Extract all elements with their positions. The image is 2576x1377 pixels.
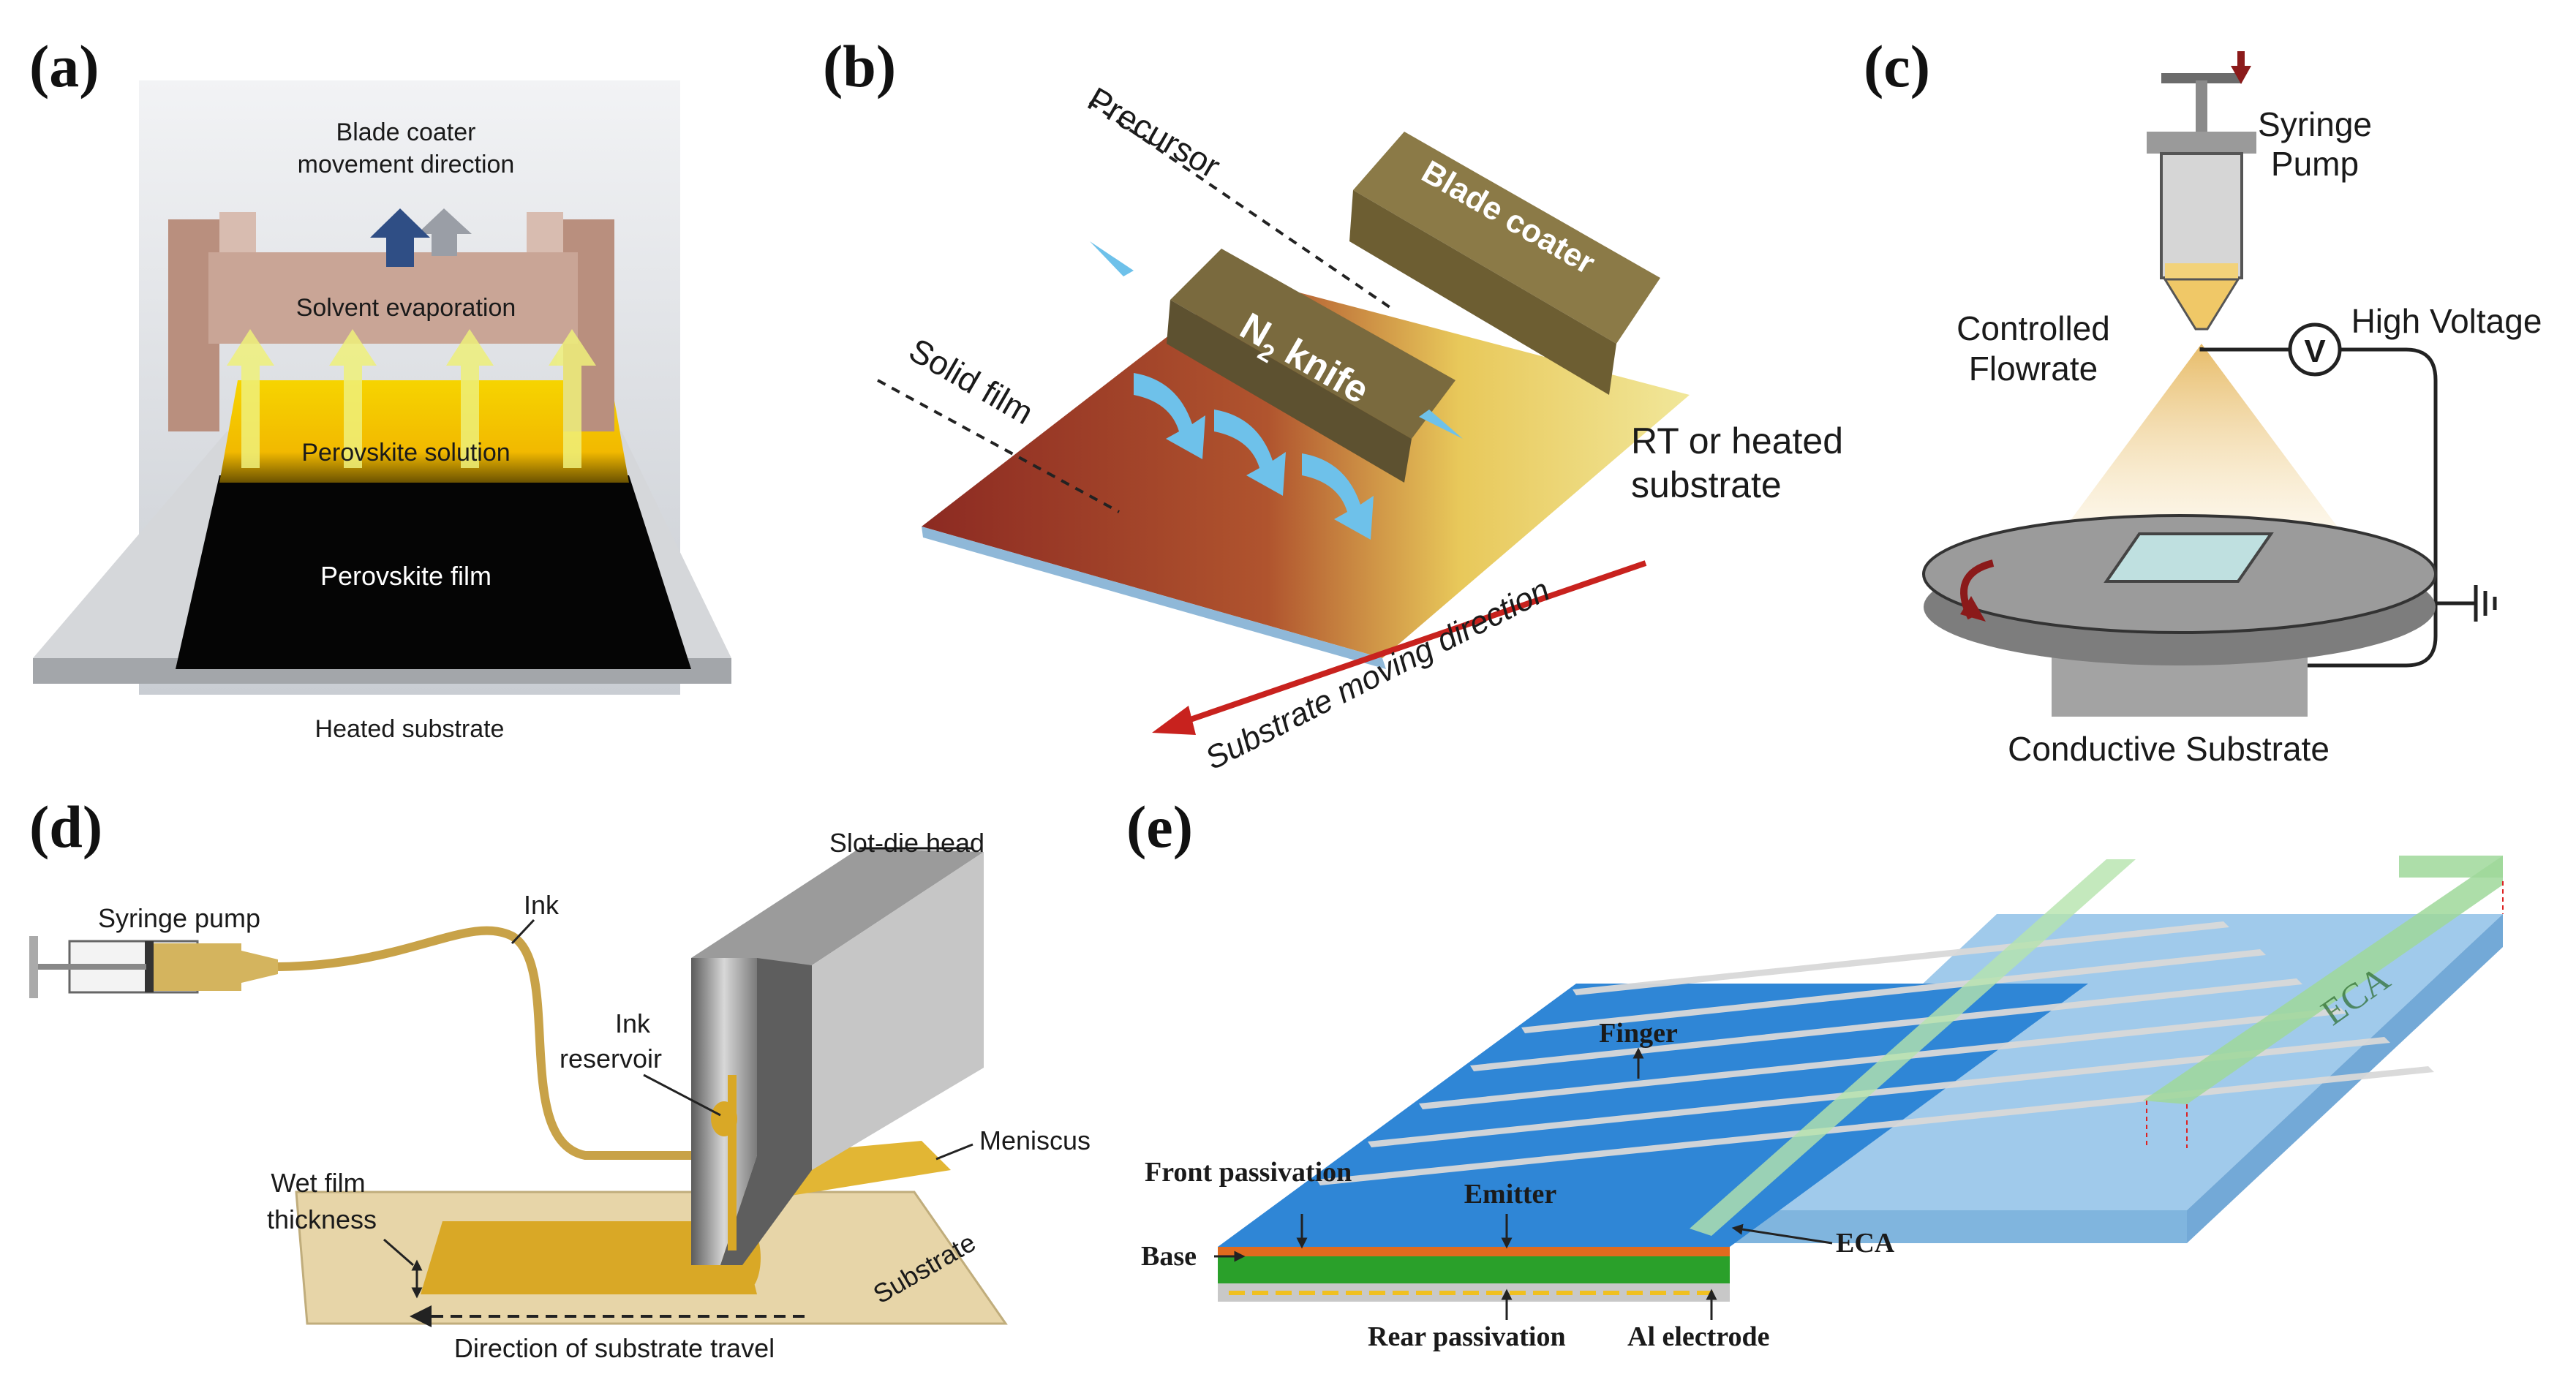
d-syringe-label: Syringe pump bbox=[98, 903, 260, 933]
c-syringe-flange bbox=[2147, 132, 2256, 154]
perovskite-film-label: Perovskite film bbox=[320, 561, 492, 591]
e-rear-passivation-label: Rear passivation bbox=[1368, 1321, 1566, 1352]
b-solid-film-guide bbox=[877, 379, 1120, 513]
movement-arrow-shadow bbox=[417, 208, 472, 256]
e-finger-label: Finger bbox=[1599, 1018, 1678, 1049]
blade-right-cap bbox=[527, 212, 563, 252]
b-moving-arrowhead bbox=[1152, 706, 1196, 735]
perovskite-solution-label: Perovskite solution bbox=[301, 439, 510, 467]
d-meniscus-label: Meniscus bbox=[979, 1125, 1091, 1155]
heated-substrate-label: Heated substrate bbox=[315, 715, 505, 743]
b-rt-label-line2: substrate bbox=[1631, 464, 1782, 505]
panel-b: (b) Blade coater N2 knife Precursor Soli… bbox=[823, 33, 1843, 777]
panel-e-label: (e) bbox=[1126, 793, 1193, 860]
c-substrate-glass bbox=[2104, 532, 2274, 583]
evaporation-arrows bbox=[227, 329, 596, 468]
c-wire-top bbox=[2199, 347, 2289, 352]
e-eca-strip bbox=[2143, 856, 2503, 1104]
movement-arrow bbox=[370, 208, 430, 267]
blade-beam bbox=[208, 252, 578, 344]
e-al-electrode-label: Al electrode bbox=[1627, 1321, 1770, 1352]
perovskite-film bbox=[176, 475, 691, 669]
c-syringe-tip bbox=[2163, 278, 2240, 331]
e-base-label: Base bbox=[1141, 1241, 1197, 1272]
d-direction-label: Direction of substrate travel bbox=[454, 1333, 775, 1363]
e-base-layer bbox=[1218, 1256, 1730, 1283]
panel-a: (a) Blade coater movement direction Solv… bbox=[29, 33, 731, 743]
panel-a-label: (a) bbox=[29, 33, 99, 99]
d-head-top bbox=[691, 848, 984, 965]
b-air-arrows bbox=[1090, 241, 1463, 540]
d-head-front-right bbox=[720, 958, 812, 1265]
blade-direction-label-line2: movement direction bbox=[298, 151, 515, 178]
d-ink-label: Ink bbox=[524, 890, 560, 920]
b-precursor-guide bbox=[1088, 101, 1391, 309]
blade-left-post bbox=[168, 219, 219, 431]
solvent-evaporation-label: Solvent evaporation bbox=[296, 294, 516, 322]
b-precursor-label: Precursor bbox=[1082, 80, 1227, 186]
panel-c-label: (c) bbox=[1864, 33, 1930, 99]
d-head-label: Slot-die head bbox=[829, 828, 984, 858]
c-flow-label-line2: Flowrate bbox=[1969, 350, 2098, 388]
d-reservoir-label-line1: Ink bbox=[615, 1008, 651, 1038]
c-plunger-rod bbox=[2196, 80, 2207, 139]
c-spray-cone bbox=[2033, 344, 2370, 570]
b-substrate-edge bbox=[922, 527, 1386, 669]
c-voltage-label: High Voltage bbox=[2351, 302, 2542, 340]
d-head-side bbox=[812, 852, 984, 1170]
c-wire-right bbox=[2304, 347, 2438, 668]
d-wet-label-line2: thickness bbox=[267, 1204, 377, 1234]
panel-b-label: (b) bbox=[823, 33, 896, 99]
panel-e: (e) ECA bbox=[1126, 793, 2504, 1352]
c-voltage-source bbox=[2288, 322, 2342, 377]
c-ground-icon bbox=[2474, 585, 2497, 622]
b-rt-label-line1: RT or heated bbox=[1631, 420, 1843, 461]
blade-left-cap bbox=[219, 212, 256, 252]
d-syringe-ink bbox=[154, 943, 241, 991]
c-push-arrow bbox=[2231, 66, 2251, 84]
d-reservoir-label-line2: reservoir bbox=[560, 1044, 662, 1074]
b-n2-knife bbox=[1170, 249, 1455, 439]
c-syringe-barrel bbox=[2160, 152, 2243, 279]
panel-d: (d) Slot-die head Syringe pump Ink Ink r… bbox=[29, 793, 1091, 1363]
e-emitter-label: Emitter bbox=[1464, 1179, 1557, 1210]
e-emitter-layer bbox=[1218, 1247, 1730, 1256]
e-eca-under bbox=[1690, 859, 2136, 1236]
c-voltage-symbol: V bbox=[2304, 333, 2326, 369]
panel-c: (c) Syringe Pump Controlled Flowrate V H… bbox=[1864, 33, 2542, 768]
e-eca-label: ECA bbox=[1836, 1228, 1895, 1259]
c-syringe-label-line2: Pump bbox=[2271, 145, 2359, 183]
d-ink-reservoir bbox=[728, 1075, 737, 1250]
b-blade-coater bbox=[1353, 132, 1660, 344]
e-front-passivation-label: Front passivation bbox=[1145, 1157, 1352, 1188]
b-moving-arrow bbox=[1176, 560, 1647, 727]
b-solid-film-label: Solid film bbox=[903, 331, 1040, 431]
c-substrate-label: Conductive Substrate bbox=[2008, 730, 2330, 768]
d-wet-label-line1: Wet film bbox=[271, 1168, 365, 1198]
c-syringe-label-line1: Syringe bbox=[2258, 105, 2372, 143]
d-wet-film bbox=[421, 1221, 757, 1294]
panel-d-label: (d) bbox=[29, 793, 102, 860]
c-flow-label-line1: Controlled bbox=[1957, 309, 2110, 347]
blade-direction-label-line1: Blade coater bbox=[336, 118, 476, 146]
e-back-cell-top bbox=[1682, 914, 2503, 1210]
perovskite-solution bbox=[219, 380, 629, 483]
c-plunger-cap bbox=[2161, 73, 2242, 83]
e-fingers bbox=[1317, 921, 2434, 1185]
